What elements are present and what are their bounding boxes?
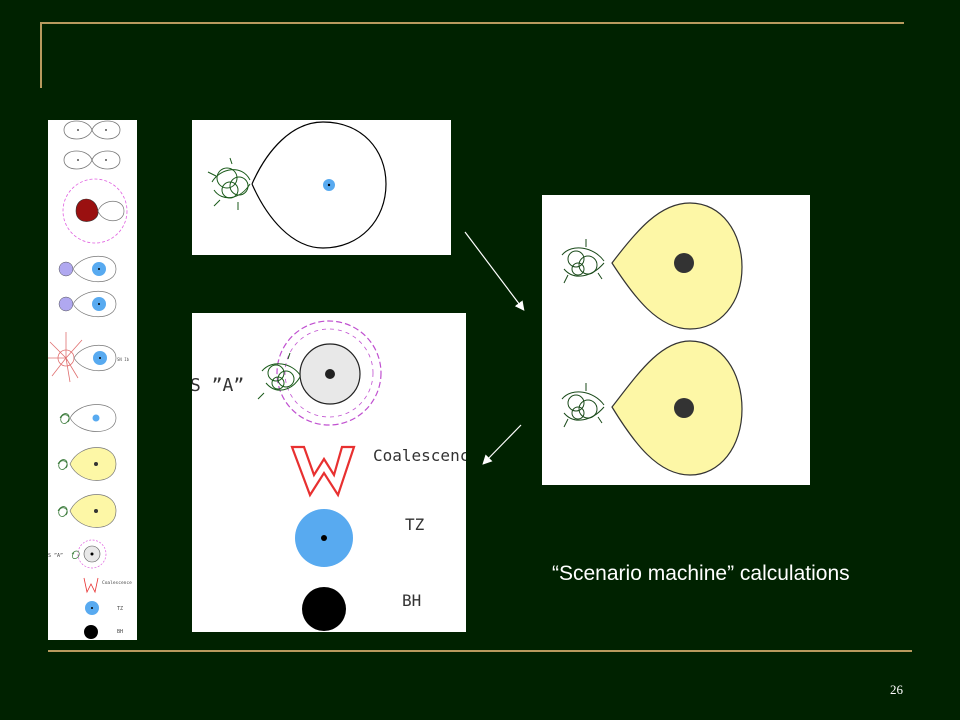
mini-coalescence-label: Coalescence	[102, 580, 132, 586]
bottom-rule	[48, 650, 912, 652]
tz-label: TZ	[405, 515, 425, 534]
teardrop-system-top	[561, 202, 743, 330]
mini-bh-label: BH	[117, 629, 123, 635]
mini-sn-label: SN Ib	[117, 357, 130, 362]
arrow-down-left	[482, 424, 522, 465]
tangled-field-lines	[207, 157, 251, 210]
flow-arrows	[464, 231, 525, 465]
scenario-result-panel	[542, 195, 810, 485]
left-vertical-rule	[40, 22, 42, 88]
top-rule	[40, 22, 904, 24]
mini-s-a-label: S ”A”	[48, 553, 63, 559]
strip-mini-legend: S ”A” Coalescence TZ BH	[48, 539, 132, 639]
strip-tangle-yellow-2	[57, 494, 117, 528]
coalescence-label: Coalescence	[373, 446, 466, 465]
strip-tangle-yellow-1	[57, 447, 117, 481]
legend-coalescence: Coalescence	[290, 445, 466, 498]
arrow-down-right	[464, 231, 525, 311]
legend-panel: S ”A” Coalescence TZ BH	[192, 313, 466, 632]
strip-supernova: SN Ib	[48, 332, 130, 383]
legend-s-a: S ”A”	[192, 320, 382, 426]
strip-lavender-pair-2	[58, 291, 117, 317]
strip-tangle-blue	[59, 404, 117, 432]
s-a-label: S ”A”	[192, 375, 244, 396]
evolution-strip-panel: SN Ib S ”A” Coalescence	[48, 120, 137, 640]
caption-text: “Scenario machine” calculations	[552, 562, 850, 585]
slide-number: 26	[890, 682, 903, 697]
mini-tz-label: TZ	[117, 606, 123, 612]
bh-label: BH	[402, 591, 421, 610]
roche-lobe-panel	[192, 120, 451, 255]
strip-lavender-pair-1	[58, 256, 117, 282]
strip-red-transfer	[62, 178, 128, 244]
legend-tz: TZ	[295, 509, 425, 567]
legend-bh: BH	[302, 587, 421, 631]
teardrop-system-bottom	[561, 340, 743, 476]
